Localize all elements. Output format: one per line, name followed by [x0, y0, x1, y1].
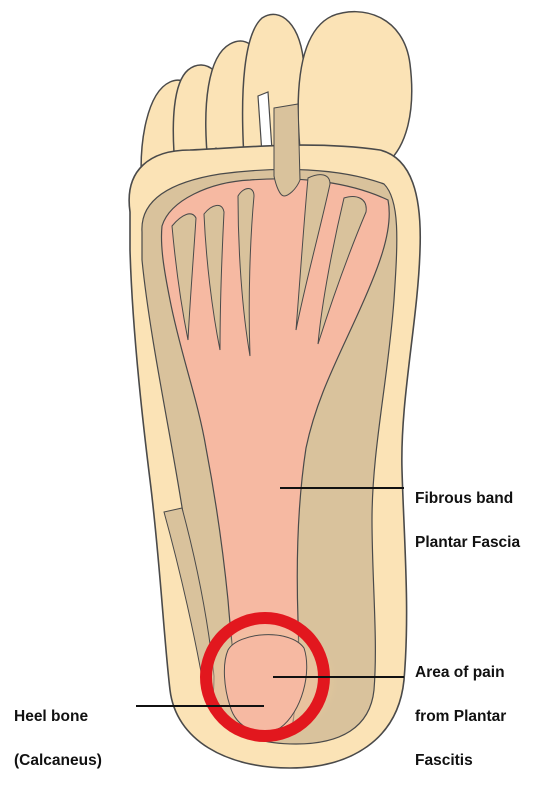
label-pain-line1: Area of pain — [415, 662, 506, 684]
label-heel-line1: Heel bone — [14, 706, 102, 728]
label-plantar-fascia: Fibrous band Plantar Fascia — [415, 466, 520, 576]
label-pain-line3: Fascitis — [415, 750, 506, 772]
label-heel-bone: Heel bone (Calcaneus) — [14, 684, 102, 794]
big-toe — [298, 12, 412, 162]
label-fascia-line2: Plantar Fascia — [415, 532, 520, 554]
label-fascia-line1: Fibrous band — [415, 488, 520, 510]
label-pain-area: Area of pain from Plantar Fascitis — [415, 640, 506, 794]
label-heel-line2: (Calcaneus) — [14, 750, 102, 772]
label-pain-line2: from Plantar — [415, 706, 506, 728]
